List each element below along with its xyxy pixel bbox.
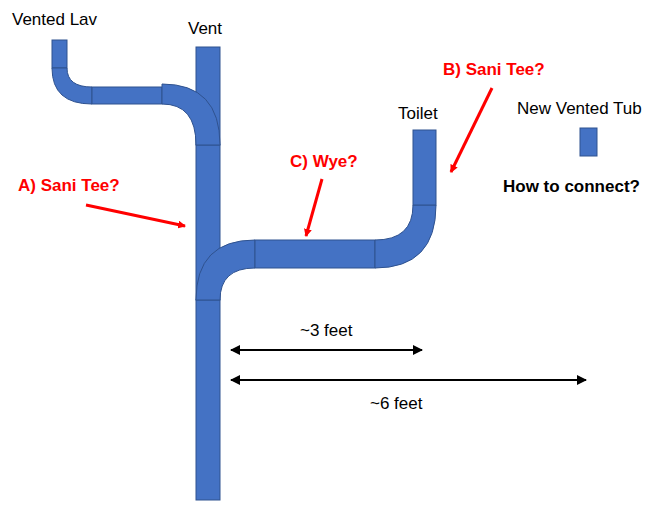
pipe-label: Vent — [188, 19, 222, 39]
fixture-label: Toilet — [398, 104, 438, 124]
callout-arrow — [86, 205, 185, 226]
question-note: How to connect? — [503, 177, 640, 197]
elbow-fitting — [196, 240, 255, 300]
callout-label: B) Sani Tee? — [443, 60, 545, 80]
dimension-label: ~3 feet — [300, 321, 352, 341]
callout-label: C) Wye? — [290, 152, 358, 172]
callout-arrow — [306, 179, 322, 236]
toilet-pipe — [413, 130, 436, 205]
drain-pipe — [196, 300, 220, 500]
callout-arrow — [451, 88, 492, 172]
dimension-line — [231, 349, 422, 351]
toilet-drain-pipe — [255, 240, 375, 268]
lav-pipe — [92, 87, 162, 104]
elbow-fitting — [162, 84, 220, 145]
elbow-fitting — [52, 68, 92, 104]
tub-pipe — [580, 128, 597, 156]
fixture-label: New Vented Tub — [517, 99, 642, 119]
elbow-fitting — [375, 205, 436, 268]
fixture-label: Vented Lav — [12, 10, 97, 30]
dimension-line — [231, 379, 586, 381]
lav-pipe — [52, 40, 67, 68]
callout-label: A) Sani Tee? — [18, 176, 120, 196]
dimension-label: ~6 feet — [370, 394, 422, 414]
